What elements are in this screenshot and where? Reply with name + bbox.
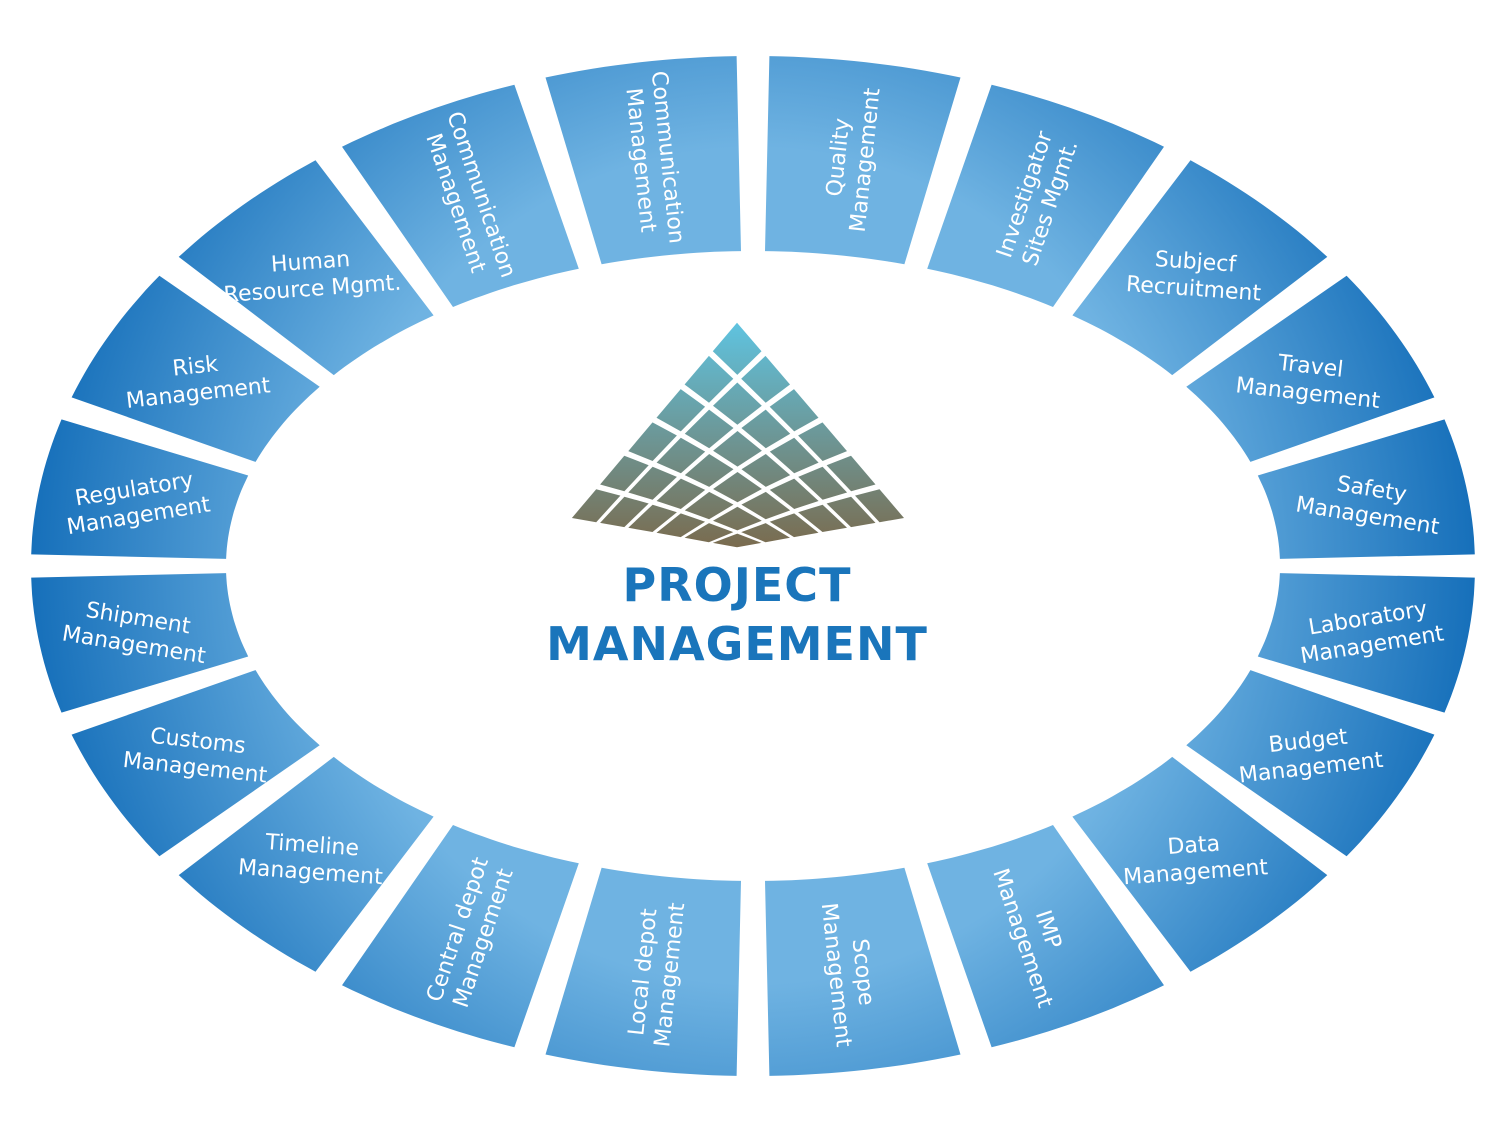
- ring-segment-12: [545, 867, 741, 1076]
- segment-label-line: Subjecf: [1154, 247, 1238, 278]
- segment-label-line: Data: [1167, 831, 1221, 860]
- logo-tile: [628, 422, 677, 461]
- pyramid-logo-icon: [571, 322, 904, 548]
- logo-tile: [826, 496, 876, 528]
- logo-tile: [684, 491, 734, 520]
- logo-tile: [600, 496, 649, 528]
- ring-segment-15: [71, 670, 320, 857]
- logo-tile: [769, 478, 819, 509]
- logo-tile: [712, 533, 762, 548]
- logo-tile: [798, 422, 847, 461]
- ring-segment-3: [927, 84, 1164, 307]
- logo-tile: [656, 389, 706, 432]
- logo-tile: [826, 455, 876, 492]
- logo-tile: [769, 437, 819, 474]
- ring-segment-6: [1257, 419, 1475, 559]
- ring-segment-10: [927, 825, 1164, 1048]
- logo-tile: [656, 513, 706, 538]
- logo-tile: [684, 454, 734, 487]
- ring-segment-5: [1186, 275, 1435, 462]
- logo-tile: [713, 431, 762, 467]
- ring-segment-19: [178, 160, 434, 376]
- logo-tile: [684, 409, 734, 449]
- ring-segments: [31, 56, 1475, 1076]
- logo-tile: [684, 355, 734, 403]
- segment-label-line: Risk: [171, 352, 219, 382]
- ring-segment-1: [545, 56, 741, 265]
- logo-tile: [741, 523, 790, 543]
- ring-segment-9: [1072, 756, 1328, 972]
- logo-tile: [713, 382, 762, 425]
- ring-segment-8: [1186, 670, 1435, 857]
- logo-tile: [712, 322, 762, 375]
- ring-segment-16: [31, 573, 249, 713]
- logo-tile: [741, 454, 791, 487]
- ring-segment-4: [1072, 160, 1328, 376]
- ring-segment-11: [765, 867, 961, 1076]
- logo-tile: [741, 355, 790, 403]
- ring-segment-17: [31, 419, 249, 559]
- logo-tile: [684, 523, 734, 543]
- ring-segment-14: [178, 756, 434, 972]
- ring-segment-7: [1257, 573, 1475, 713]
- logo-tile: [600, 455, 649, 492]
- logo-tile: [571, 489, 621, 523]
- logo-tile: [798, 504, 847, 532]
- logo-tile: [769, 389, 819, 432]
- center-title-line1: PROJECT: [623, 558, 852, 612]
- logo-tile: [713, 472, 762, 503]
- logo-tile: [628, 466, 677, 500]
- logo-tile: [855, 489, 904, 523]
- segment-label-line: Human: [270, 247, 351, 277]
- ring-segment-18: [71, 275, 320, 462]
- ring-segment-20: [342, 84, 579, 307]
- logo-tile: [656, 437, 706, 474]
- logo-tile: [769, 513, 819, 538]
- logo-tile: [656, 478, 706, 509]
- logo-tile: [741, 491, 791, 520]
- logo-tile: [798, 466, 848, 500]
- logo-tile: [713, 506, 762, 531]
- ring-segment-2: [765, 56, 961, 265]
- logo-tile: [628, 504, 677, 532]
- ring-segment-13: [342, 825, 579, 1048]
- logo-tile: [741, 409, 791, 449]
- center-title-line2: MANAGEMENT: [546, 617, 928, 671]
